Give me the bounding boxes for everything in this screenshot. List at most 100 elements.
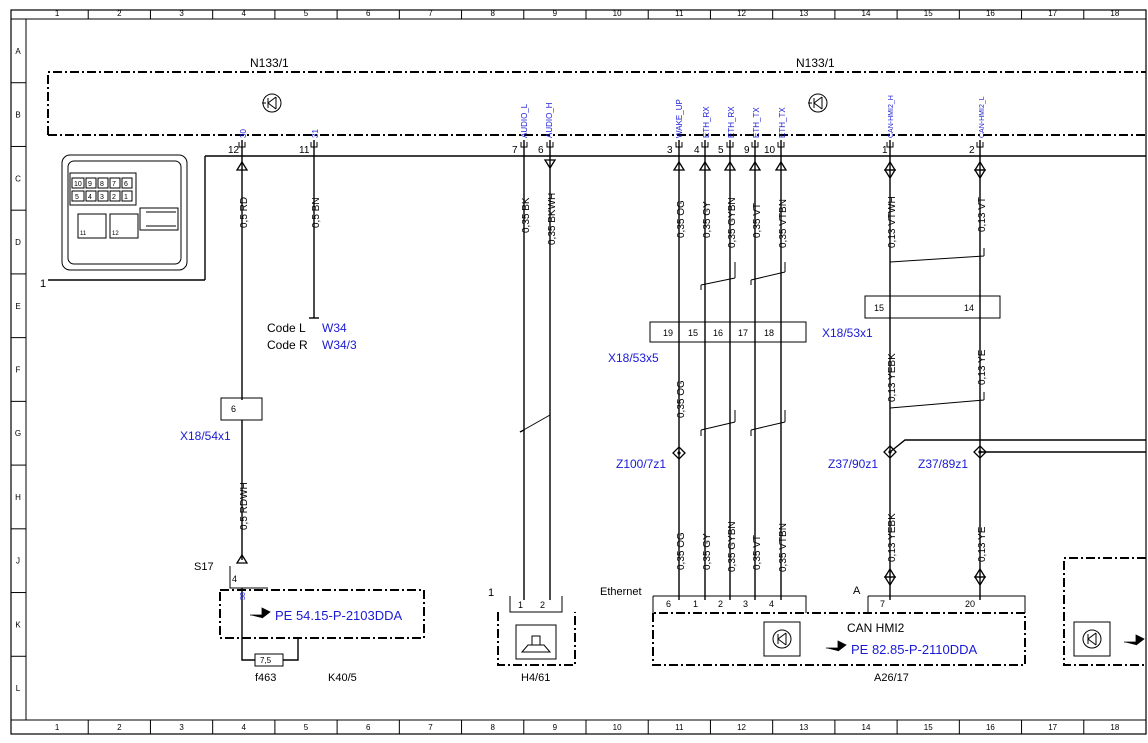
grid-col-top-6: 6 (366, 9, 371, 18)
grid-col-top-16: 16 (986, 9, 995, 18)
pin-5: 5 (718, 145, 724, 156)
pin-1: 1 (882, 145, 888, 156)
wire-og-mid: 0,35 OG (676, 380, 687, 418)
signal-audio-l: AUDIO_L (520, 103, 529, 138)
grid-row-L: L (16, 684, 21, 693)
grid-row-G: G (15, 429, 21, 438)
s17-signal: 30 (240, 592, 247, 600)
grid-col-top-8: 8 (490, 9, 495, 18)
grid-column-ticks: 1122334455667788991010111112121313141415… (55, 9, 1120, 734)
wire-vt13: 0,13 VT (977, 197, 988, 232)
grid-col-bottom-3: 3 (179, 723, 184, 732)
wire-arrows (235, 159, 987, 587)
grid-col-bottom-6: 6 (366, 723, 371, 732)
grid-col-top-14: 14 (862, 9, 871, 18)
grid-col-bottom-8: 8 (490, 723, 495, 732)
h4-speaker (497, 596, 576, 666)
housing-pin-8: 8 (100, 181, 104, 188)
wire-vt: 0,35 VT (752, 203, 763, 238)
s17-pin: 4 (232, 574, 237, 584)
z37-90-label[interactable]: Z37/90z1 (828, 457, 878, 471)
grid-col-bottom-13: 13 (799, 723, 808, 732)
grid-col-top-10: 10 (613, 9, 622, 18)
x53x5-pin-19: 19 (663, 328, 673, 338)
z37-89-label[interactable]: Z37/89z1 (918, 457, 968, 471)
signal-wake-up: WAKE_UP (675, 99, 684, 138)
grid-col-top-17: 17 (1048, 9, 1057, 18)
a26-pin-3: 3 (743, 599, 748, 609)
x18-54x1-label[interactable]: X18/54x1 (180, 429, 231, 443)
a26-pin-1: 1 (693, 599, 698, 609)
wire-vt-low: 0,35 VT (752, 535, 763, 570)
grid-col-bottom-17: 17 (1048, 723, 1057, 732)
grid-row-E: E (15, 302, 20, 311)
grid-col-bottom-12: 12 (737, 723, 746, 732)
sheet-border (10, 9, 1147, 735)
x18-53x5-label[interactable]: X18/53x5 (608, 351, 659, 365)
code-r-value[interactable]: W34/3 (322, 338, 357, 352)
a26-pin-6: 6 (666, 599, 671, 609)
pe-k40-link[interactable]: PE 54.15-P-2103DDA (275, 608, 403, 623)
code-l-value[interactable]: W34 (322, 321, 347, 335)
signal-eth-rx-2: ETH_RX (727, 106, 736, 138)
housing-pin-1: 1 (124, 194, 128, 201)
a26-pin-4: 4 (769, 599, 774, 609)
grid-row-C: C (15, 174, 21, 183)
grid-col-top-5: 5 (304, 9, 309, 18)
grid-col-top-15: 15 (924, 9, 933, 18)
pin-4: 4 (694, 145, 700, 156)
housing-pin-9: 9 (88, 181, 92, 188)
n133-module-boundary (47, 71, 1146, 135)
housing-pin-12: 12 (112, 231, 119, 237)
pin-7: 7 (512, 145, 518, 156)
splice-z37-89 (973, 445, 987, 459)
k40-module (219, 566, 425, 667)
wire-paths (241, 140, 1146, 600)
pin-10: 10 (764, 145, 776, 156)
wire-labels-upper: 0,5 RD 0,5 BN 0,35 BK 0,35 BKWH 0,35 OG … (239, 193, 988, 572)
electronics-symbol-right (808, 93, 828, 113)
a26-module (652, 595, 1026, 666)
x53x5-pin-15: 15 (688, 328, 698, 338)
x53x5-pin-16: 16 (713, 328, 723, 338)
pe-a26-link[interactable]: PE 82.85-P-2110DDA (851, 642, 978, 657)
z100-label[interactable]: Z100/7z1 (616, 457, 666, 471)
signal-can-l: CAN-HMI2_L (979, 96, 986, 138)
x54x1-pin-6: 6 (231, 404, 236, 414)
x18-53x1-label[interactable]: X18/53x1 (822, 326, 873, 340)
signal-eth-tx-2: ETH_TX (778, 107, 787, 138)
code-l-label: Code L (267, 321, 306, 335)
signal-31: 31 (311, 129, 320, 138)
x53x1-pin-15: 15 (874, 303, 884, 313)
signal-audio-h: AUDIO_H (545, 102, 554, 138)
pin-11: 11 (299, 145, 310, 156)
grid-col-top-9: 9 (553, 9, 558, 18)
grid-row-F: F (16, 366, 21, 375)
a26-pin-2: 2 (718, 599, 723, 609)
signal-names: 30 31 AUDIO_L AUDIO_H WAKE_UP ETH_RX ETH… (239, 95, 986, 138)
connector-housing-view: 10 9 8 7 6 5 4 3 2 1 11 12 (61, 154, 188, 271)
code-r-label: Code R (267, 338, 308, 352)
grid-col-bottom-10: 10 (613, 723, 622, 732)
can-hmi2-label: CAN HMI2 (847, 621, 905, 635)
housing-pin-3: 3 (100, 194, 104, 201)
wire-bk: 0,35 BK (521, 197, 532, 233)
k40-label: K40/5 (328, 672, 357, 684)
wire-vtwh: 0,13 VTWH (887, 196, 898, 248)
connector-x18-54x1: 6 (220, 397, 263, 421)
wire-rd: 0,5 RD (239, 197, 250, 228)
n133-left-label: N133/1 (250, 56, 289, 70)
pin-6: 6 (538, 145, 544, 156)
grid-col-bottom-14: 14 (862, 723, 871, 732)
grid-col-bottom-2: 2 (117, 723, 122, 732)
wire-og: 0,35 OG (676, 200, 687, 238)
wire-ye: 0,13 YE (977, 349, 988, 385)
h4-pin-1: 1 (518, 600, 523, 610)
pin-12: 12 (228, 145, 240, 156)
wire-yebk: 0,13 YEBK (887, 353, 898, 402)
grid-row-K: K (15, 620, 21, 629)
n133-right-label: N133/1 (796, 56, 835, 70)
grid-row-J: J (16, 557, 20, 566)
pin-9: 9 (744, 145, 750, 156)
